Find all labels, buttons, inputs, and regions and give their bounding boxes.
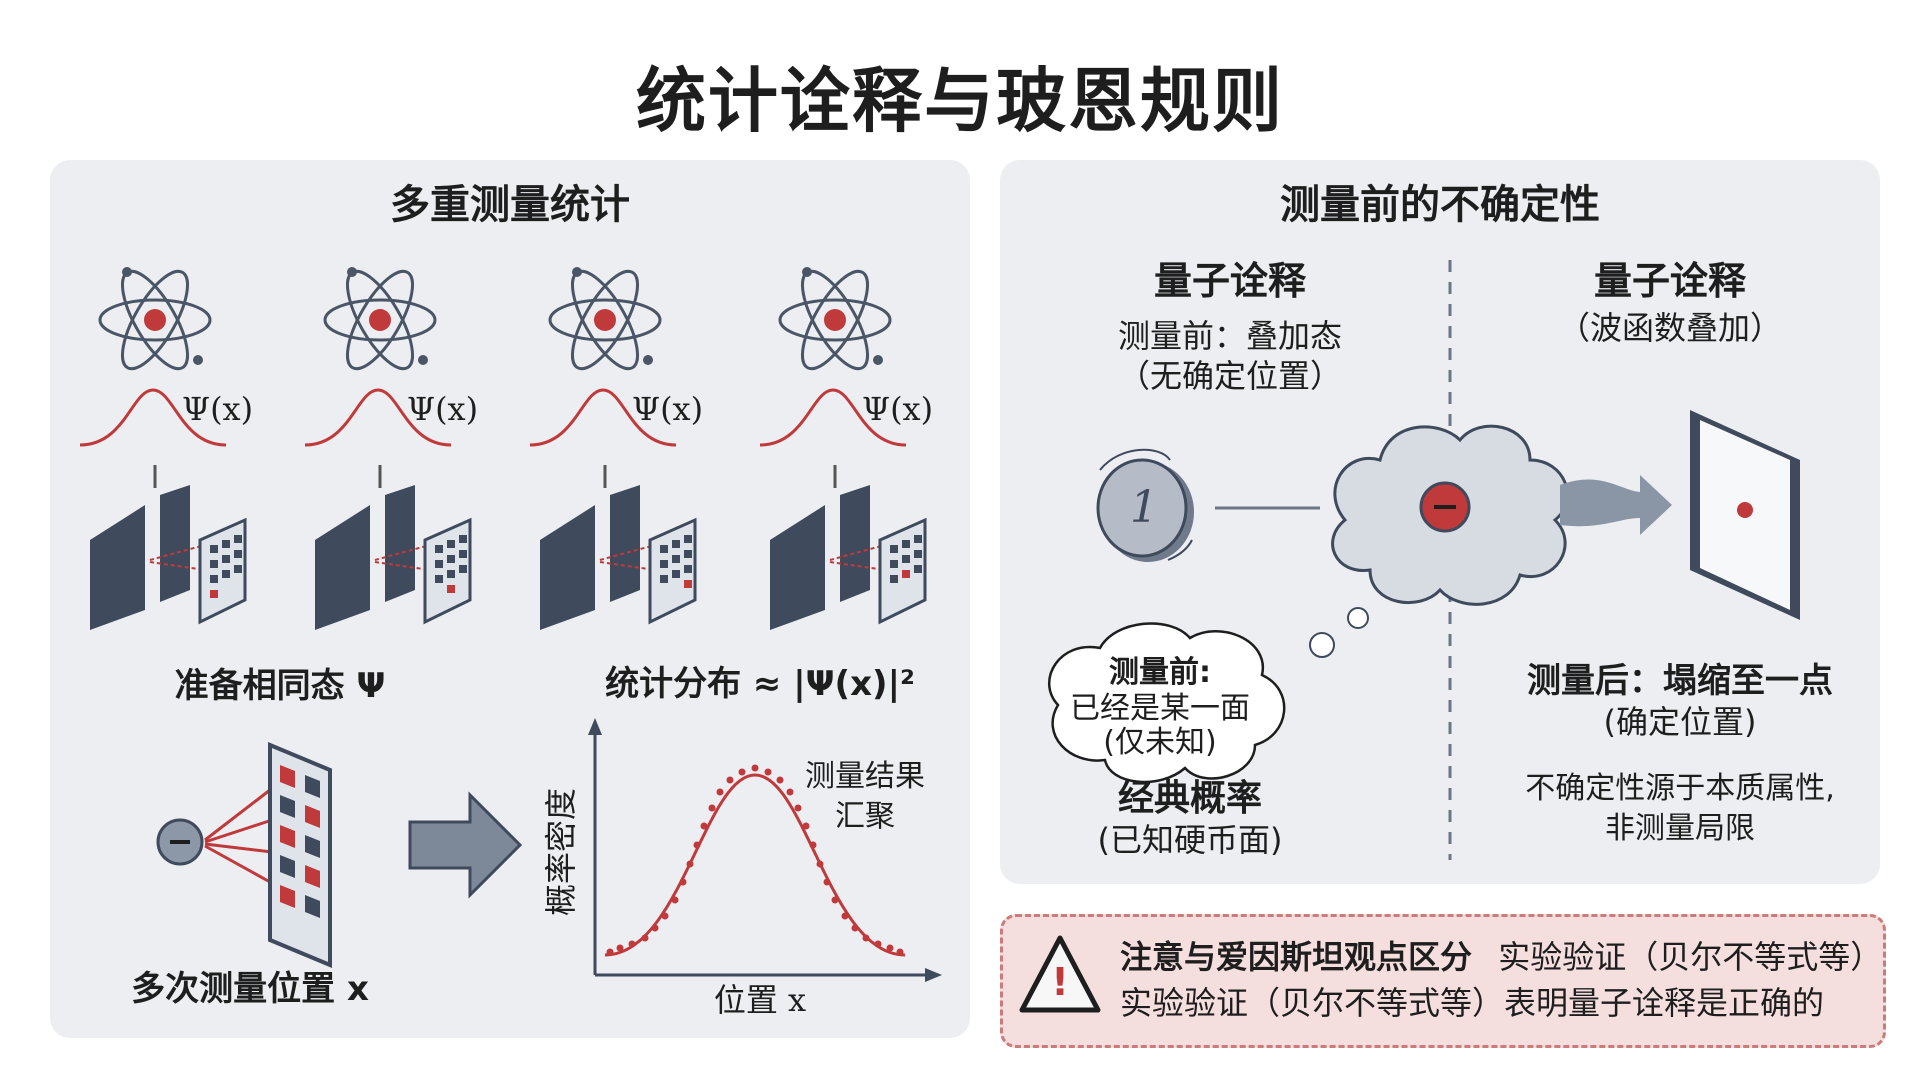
experiment-unit-1: Ψ(x): [70, 250, 270, 630]
note-line2: 非测量局限: [1605, 811, 1755, 846]
chart-annotation-line1: 测量结果: [805, 759, 925, 794]
warning-glyph: !: [1051, 960, 1069, 1004]
warning-box: [1000, 914, 1886, 1048]
coin-digit: 1: [1130, 482, 1158, 533]
psi-label: Ψ(x): [632, 390, 704, 428]
experiment-unit-2: Ψ(x): [295, 250, 495, 630]
prepare-state-label: 准备相同态 Ψ: [174, 666, 386, 706]
quantum-left-line2: （无确定位置）: [1117, 357, 1342, 395]
left-panel-heading: 多重测量统计: [390, 182, 630, 228]
right-panel-heading: 测量前的不确定性: [1280, 182, 1600, 228]
classical-title: 经典概率: [1117, 778, 1262, 819]
atom-icon: [759, 267, 927, 630]
multi-measure-label: 多次测量位置 x: [131, 969, 369, 1009]
quantum-left-title: 量子诠释: [1153, 259, 1306, 303]
note-line1: 不确定性源于本质属性,: [1525, 771, 1835, 806]
quantum-left-line1: 测量前：叠加态: [1117, 317, 1342, 355]
atom-icon: [304, 267, 472, 630]
after-line1: (确定位置): [1603, 703, 1757, 741]
chart-xlabel: 位置 x: [713, 981, 807, 1019]
classical-line1: (已知硬币面): [1097, 821, 1283, 859]
atom-icon: [79, 267, 247, 630]
page-title: 统计诠释与玻恩规则: [636, 60, 1284, 142]
psi-label: Ψ(x): [862, 390, 934, 428]
atom-icon: [529, 267, 697, 630]
bubble-line3: (仅未知): [1103, 725, 1217, 760]
distribution-label: 统计分布 ≈ |Ψ(x)|²: [605, 664, 915, 704]
warning-bold: 注意与爱因斯坦观点区分: [1120, 938, 1473, 976]
after-title: 测量后：塌缩至一点: [1527, 661, 1833, 701]
bubble-line1: 测量前:: [1109, 655, 1211, 690]
bubble-line2: 已经是某一面: [1070, 691, 1250, 726]
experiment-unit-3: Ψ(x): [520, 250, 720, 630]
psi-label: Ψ(x): [182, 390, 254, 428]
experiment-unit-4: Ψ(x): [750, 250, 950, 630]
chart-annotation-line2: 汇聚: [835, 799, 895, 834]
warning-line1: 注意与爱因斯坦观点区分 实验验证（贝尔不等式等）: [1120, 932, 1882, 978]
warning-line1-rest: 实验验证（贝尔不等式等）: [1498, 938, 1883, 976]
chart-ylabel: 概率密度: [542, 788, 580, 917]
psi-label: Ψ(x): [407, 390, 479, 428]
quantum-right-title: 量子诠释: [1593, 259, 1746, 303]
quantum-right-line1: （波函数叠加）: [1557, 309, 1782, 347]
warning-line2: 实验验证（贝尔不等式等）表明量子诠释是正确的: [1120, 984, 1825, 1022]
